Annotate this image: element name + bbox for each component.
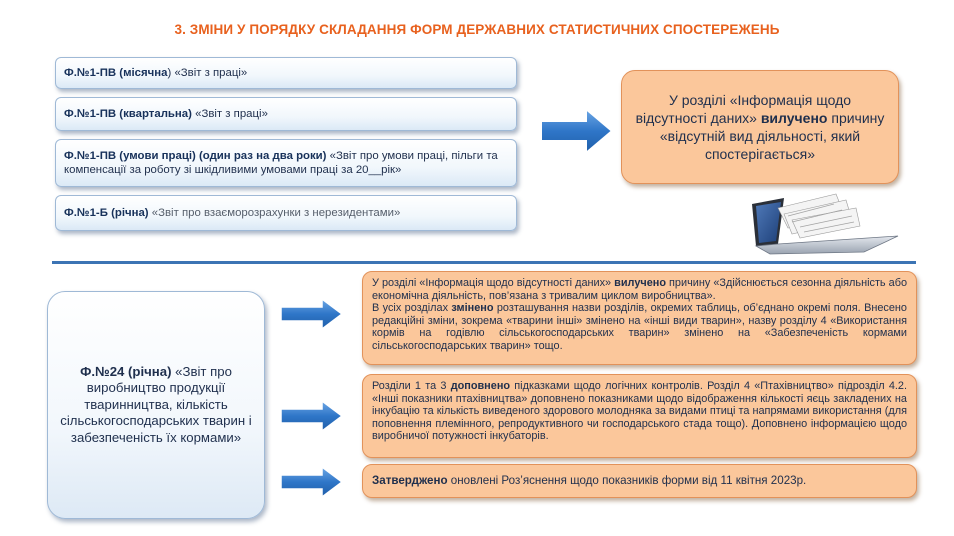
- form-24-name: «Звіт про виробництво продукції тваринни…: [60, 363, 252, 445]
- top-note-bold: вилучено: [760, 110, 828, 126]
- top-note-text-end: причину «відсутній вид діяльності, який …: [659, 110, 885, 162]
- section-divider: [52, 261, 916, 264]
- note-text: Розділи 1 та 3: [372, 380, 451, 392]
- note-1-paragraph-1: У розділі «Інформація щодо відсутності д…: [372, 277, 907, 302]
- form-1pv-labor-conditions: Ф.№1-ПВ (умови праці) (один раз на два р…: [55, 139, 517, 187]
- note-text: оновлені Роз’яснення щодо показників фор…: [447, 473, 807, 487]
- form-code: Ф.№1-ПВ (квартальна): [64, 108, 192, 120]
- note-bold: вилучено: [614, 277, 666, 289]
- note-text: причину «Здійснюється сезонна діяльність…: [372, 277, 907, 302]
- note-bold: змінено: [451, 302, 494, 315]
- right-arrow-icon: [280, 466, 344, 498]
- note-box-1: У розділі «Інформація щодо відсутності д…: [362, 271, 917, 365]
- form-code: Ф.№1-Б (річна): [64, 207, 149, 219]
- note-1-paragraph-2: В усіх розділах змінено розташування наз…: [372, 302, 907, 352]
- note-text: підказками щодо логічних контролів. Розд…: [372, 380, 907, 443]
- form-name: «Звіт про взаєморозрахунки з нерезидента…: [148, 207, 401, 219]
- form-code-suffix: ): [167, 67, 172, 79]
- form-1pv-quarterly: Ф.№1-ПВ (квартальна) «Звіт з праці»: [55, 97, 517, 131]
- right-arrow-icon: [280, 400, 344, 432]
- page-title: 3. ЗМІНИ У ПОРЯДКУ СКЛАДАННЯ ФОРМ ДЕРЖАВ…: [174, 22, 780, 37]
- laptop-documents-icon: [752, 193, 899, 255]
- form-name: «Звіт з праці»: [171, 67, 248, 79]
- right-arrow-icon: [540, 108, 614, 154]
- right-arrow-icon: [280, 298, 344, 330]
- top-note-text: У розділі «Інформація щодо відсутності д…: [635, 92, 852, 126]
- form-24-box: Ф.№24 (річна) «Звіт про виробництво прод…: [47, 291, 265, 519]
- form-code: Ф.№1-ПВ (умови праці) (один раз на два р…: [64, 150, 327, 162]
- form-1pv-monthly: Ф.№1-ПВ (місячна) «Звіт з праці»: [55, 57, 517, 89]
- form-1b-annual: Ф.№1-Б (річна) «Звіт про взаєморозрахунк…: [55, 195, 517, 231]
- top-note-box: У розділі «Інформація щодо відсутності д…: [621, 70, 899, 184]
- note-box-2: Розділи 1 та 3 доповнено підказками щодо…: [362, 374, 917, 458]
- note-box-3: Затверджено оновлені Роз’яснення щодо по…: [362, 464, 917, 498]
- note-text: У розділі «Інформація щодо відсутності д…: [372, 277, 615, 289]
- form-name: «Звіт з праці»: [191, 108, 268, 120]
- note-3-paragraph: Затверджено оновлені Роз’яснення щодо по…: [372, 473, 807, 488]
- note-text: розташування назви розділів, окремих таб…: [372, 302, 907, 352]
- note-bold: доповнено: [450, 380, 511, 392]
- form-name: «Звіт про умови праці, пільги та компенс…: [64, 150, 498, 176]
- note-2-paragraph: Розділи 1 та 3 доповнено підказками щодо…: [372, 380, 907, 443]
- form-code: Ф.№1-ПВ (місячна: [64, 67, 168, 79]
- note-text: В усіх розділах: [372, 302, 452, 315]
- note-bold: Затверджено: [372, 473, 448, 487]
- form-24-code: Ф.№24 (річна): [80, 363, 172, 379]
